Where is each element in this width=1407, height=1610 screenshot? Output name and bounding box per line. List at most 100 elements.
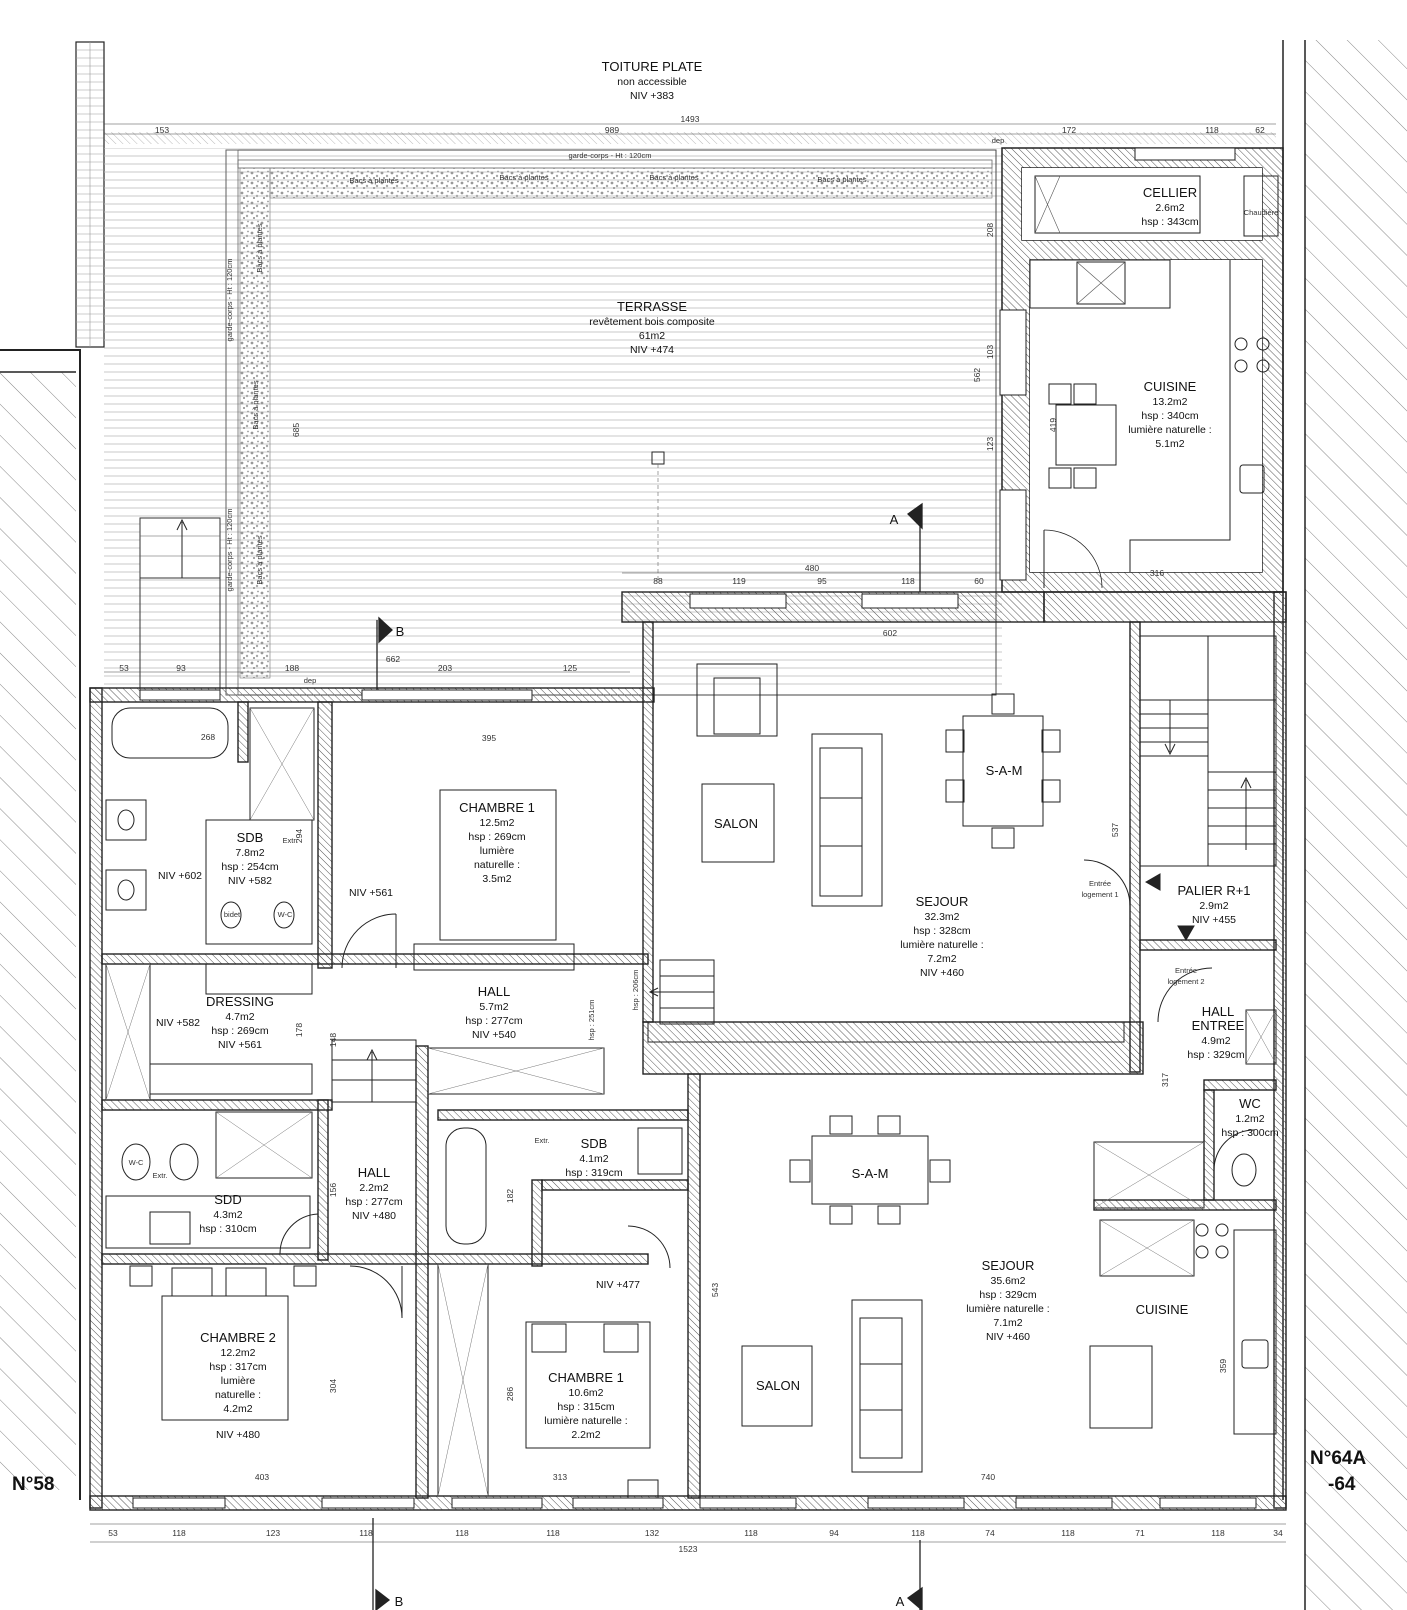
dim-b-94: 94 [829, 1528, 839, 1538]
ch2-niv: NIV +480 [216, 1429, 260, 1441]
dim-304: 304 [328, 1379, 338, 1393]
sejour2-furniture [741, 1115, 1277, 1473]
dim-156: 156 [328, 1183, 338, 1197]
dim-b-118-d: 118 [546, 1528, 560, 1538]
hall1-hsp: hsp : 277cm [465, 1015, 522, 1027]
toiture-sub: non accessible [617, 76, 687, 88]
dim-188: 188 [285, 663, 299, 673]
wc-small-2: W-C [129, 1158, 144, 1167]
entree1-a: Entrée [1089, 879, 1111, 888]
dim-602: 602 [883, 628, 897, 638]
dim-182: 182 [505, 1189, 515, 1203]
ch1-area: 12.5m2 [479, 817, 514, 829]
dim-543: 543 [710, 1283, 720, 1297]
terrasse-sub: revêtement bois composite [589, 316, 715, 328]
ch1-l1: lumière [480, 845, 515, 857]
dim-b-118-e: 118 [744, 1528, 758, 1538]
left-party-wall [75, 41, 105, 348]
sdd-hsp: hsp : 310cm [199, 1223, 256, 1235]
ch1b-hsp: hsp : 315cm [557, 1401, 614, 1413]
dressing-area: 4.7m2 [225, 1011, 254, 1023]
dim-b-74: 74 [985, 1528, 995, 1538]
cuisine1-light: lumière naturelle : [1128, 424, 1211, 436]
ch2-area: 12.2m2 [220, 1347, 255, 1359]
wc-area: 1.2m2 [1235, 1113, 1264, 1125]
dim-b-53: 53 [108, 1528, 118, 1538]
ch1-hsp: hsp : 269cm [468, 831, 525, 843]
ch2-l1: lumière [221, 1375, 256, 1387]
niv-561: NIV +561 [349, 887, 393, 899]
toiture-plate: TOITURE PLATE non accessible NIV +383 [103, 42, 1276, 150]
lower-left-furniture [105, 1111, 683, 1499]
sejour2-hsp: hsp : 329cm [979, 1289, 1036, 1301]
sdb1-area: 7.8m2 [235, 847, 264, 859]
ch1b-light: lumière naturelle : [544, 1415, 627, 1427]
hall-entree-b: ENTREE [1192, 1018, 1245, 1033]
dim-562: 562 [972, 368, 982, 382]
ch2-l3: 4.2m2 [223, 1403, 252, 1415]
dim-316: 316 [1150, 568, 1164, 578]
sejour1-light-val: 7.2m2 [927, 953, 956, 965]
extr-sdd: Extr. [152, 1171, 167, 1180]
palier-area: 2.9m2 [1199, 900, 1228, 912]
hall-entree-a: HALL [1202, 1004, 1235, 1019]
sejour1-furniture [696, 663, 1061, 907]
section-a-top: A [890, 512, 899, 527]
sdd-area: 4.3m2 [213, 1209, 242, 1221]
sdd-title: SDD [214, 1192, 241, 1207]
dim-537: 537 [1110, 823, 1120, 837]
bacs-side-1: Bacs à plantes [255, 223, 264, 272]
dim-286: 286 [505, 1387, 515, 1401]
terrasse-niv: NIV +474 [630, 344, 674, 356]
dim-53-terr: 53 [119, 663, 129, 673]
section-markers [372, 502, 923, 1610]
cuisine1-light-val: 5.1m2 [1155, 438, 1184, 450]
dim-153: 153 [155, 125, 169, 135]
ch2-title: CHAMBRE 2 [200, 1330, 276, 1345]
palier-title: PALIER R+1 [1177, 883, 1250, 898]
salon-upper-label: SALON [714, 816, 758, 831]
sdb2-title: SDB [581, 1136, 608, 1151]
dim-208: 208 [985, 223, 995, 237]
sejour2-title: SEJOUR [982, 1258, 1035, 1273]
dim-148: 148 [328, 1033, 338, 1047]
hall2-hsp: hsp : 277cm [345, 1196, 402, 1208]
sdb2-hsp: hsp : 319cm [565, 1167, 622, 1179]
bacs-3: Bacs à plantes [649, 173, 698, 182]
dim-480: 480 [805, 563, 819, 573]
bacs-4: Bacs à plantes [817, 175, 866, 184]
dim-119: 119 [732, 576, 746, 586]
dim-662: 662 [386, 654, 400, 664]
sejour2-light-val: 7.1m2 [993, 1317, 1022, 1329]
sejour1-title: SEJOUR [916, 894, 969, 909]
dim-419: 419 [1048, 418, 1058, 432]
dim-359: 359 [1218, 1359, 1228, 1373]
cuisine1-hsp: hsp : 340cm [1141, 410, 1198, 422]
dim-685: 685 [291, 423, 301, 437]
neighbour-n58: N°58 [12, 1474, 54, 1495]
garde-corps-top: garde-corps - Ht : 120cm [569, 151, 652, 160]
cellier-area: 2.6m2 [1155, 202, 1184, 214]
hall1-area: 5.7m2 [479, 1001, 508, 1013]
dim-123-v: 123 [985, 437, 995, 451]
neighbour-right-hatch [1282, 40, 1407, 1610]
hall2-niv: NIV +480 [352, 1210, 396, 1222]
dim-93: 93 [176, 663, 186, 673]
terrasse-area: 61m2 [639, 330, 665, 342]
chaudiere-label: Chaudière [1244, 208, 1279, 217]
palier-niv: NIV +455 [1192, 914, 1236, 926]
sam-upper-label: S-A-M [986, 763, 1023, 778]
dim-313: 313 [553, 1472, 567, 1482]
hall2-area: 2.2m2 [359, 1182, 388, 1194]
dim-203: 203 [438, 663, 452, 673]
bacs-1: Bacs à plantes [349, 176, 398, 185]
dim-740: 740 [981, 1472, 995, 1482]
extr-sdb1: Extr. [282, 836, 297, 845]
bidet-label: bidet [224, 910, 241, 919]
dim-317: 317 [1160, 1073, 1170, 1087]
wc-title: WC [1239, 1096, 1261, 1111]
dressing-title: DRESSING [206, 994, 274, 1009]
dim-178: 178 [294, 1023, 304, 1037]
dim-294: 294 [294, 829, 304, 843]
